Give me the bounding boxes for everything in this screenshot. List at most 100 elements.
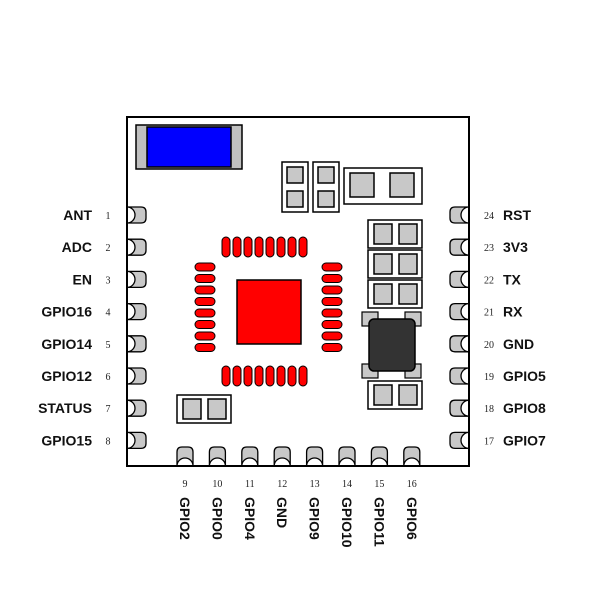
pin-label: GPIO4 — [242, 497, 258, 540]
pin-number: 16 — [407, 479, 417, 490]
pin-label: GPIO2 — [177, 497, 193, 540]
pin-pad — [126, 206, 147, 224]
pin-label: ANT — [63, 207, 92, 223]
chip-pad — [287, 365, 297, 387]
pin-right: 23 3V3 — [449, 238, 528, 256]
chip-pad — [194, 320, 216, 329]
pin-pad — [126, 335, 147, 353]
chip-pad — [221, 365, 231, 387]
passive-component — [281, 161, 309, 213]
pin-left: 1 ANT — [63, 206, 147, 224]
pin-label: GPIO7 — [503, 432, 546, 448]
passive-component — [176, 394, 232, 424]
pin-pad — [338, 446, 356, 467]
pin-label: GPIO9 — [307, 497, 323, 540]
pin-label: GPIO15 — [41, 432, 92, 448]
pin-number: 1 — [106, 211, 111, 222]
chip-pad — [254, 236, 264, 258]
pin-number: 18 — [484, 404, 494, 415]
pin-number: 24 — [484, 211, 494, 222]
chip-pad — [298, 365, 308, 387]
pin-pad — [126, 431, 147, 450]
pin-number: 10 — [212, 479, 222, 490]
pin-number: 15 — [374, 479, 384, 490]
chip-pad — [232, 365, 242, 387]
pin-label: ADC — [62, 239, 92, 255]
pin-right: 22 TX — [449, 270, 522, 289]
pin-number: 19 — [484, 372, 494, 383]
pin-number: 12 — [277, 479, 287, 490]
pin-number: 11 — [245, 479, 255, 490]
pin-number: 21 — [484, 308, 494, 319]
chip-pad — [321, 297, 343, 306]
chip-pad — [194, 343, 216, 352]
pin-number: 17 — [484, 436, 494, 447]
pin-label: GPIO8 — [503, 400, 546, 416]
pin-label: GPIO14 — [41, 336, 92, 352]
chip-pad — [243, 365, 253, 387]
pin-pad — [126, 399, 147, 417]
chip-pad — [265, 236, 275, 258]
pin-pad — [305, 446, 324, 467]
chip-pad — [254, 365, 264, 387]
pin-label: TX — [503, 271, 522, 287]
pin-pad — [176, 446, 194, 467]
pin-number: 13 — [310, 479, 320, 490]
chip-die — [236, 279, 302, 345]
pin-number: 8 — [106, 436, 111, 447]
pin-pad — [241, 446, 259, 467]
chip-pad — [321, 285, 343, 295]
pin-left: 3EN — [73, 270, 147, 289]
chip-pad — [321, 343, 343, 352]
chip-pad — [194, 331, 216, 341]
pin-pad — [126, 238, 147, 256]
pin-left: 8 GPIO15 — [41, 431, 147, 450]
passive-component — [312, 161, 340, 213]
chip-pad — [321, 262, 343, 272]
chip-pad — [276, 236, 286, 258]
pin-label: GND — [503, 336, 534, 352]
pin-pad — [449, 335, 470, 353]
chip-pad — [298, 236, 308, 258]
chip-pad — [194, 297, 216, 306]
pin-number: 22 — [484, 275, 494, 286]
pin-number: 3 — [106, 275, 111, 286]
pin-number: 14 — [342, 479, 352, 490]
pin-pad — [449, 206, 470, 224]
pin-label: RX — [503, 304, 523, 320]
pin-pad — [449, 431, 470, 450]
pin-number: 4 — [106, 308, 111, 319]
pin-label: 3V3 — [503, 239, 528, 255]
pin-pad — [403, 446, 421, 467]
pin-number: 23 — [484, 243, 494, 254]
chip-pad — [194, 262, 216, 272]
chip-pad — [287, 236, 297, 258]
chip-pad — [194, 274, 216, 283]
pin-pad — [273, 446, 291, 467]
pin-pad — [208, 446, 227, 467]
pin-pad — [449, 270, 470, 289]
pin-label: GND — [274, 497, 290, 528]
main-chip — [194, 236, 343, 387]
pin-label: GPIO10 — [339, 497, 355, 548]
chip-pad — [232, 236, 242, 258]
chip-pad — [321, 308, 343, 318]
pin-right: 21 RX — [449, 302, 523, 321]
pin-label: GPIO11 — [371, 497, 387, 547]
pin-pad — [126, 367, 147, 385]
pin-number: 7 — [106, 404, 111, 415]
pin-label: GPIO0 — [209, 497, 225, 540]
pin-number: 6 — [106, 372, 111, 383]
pin-pad — [449, 367, 470, 385]
